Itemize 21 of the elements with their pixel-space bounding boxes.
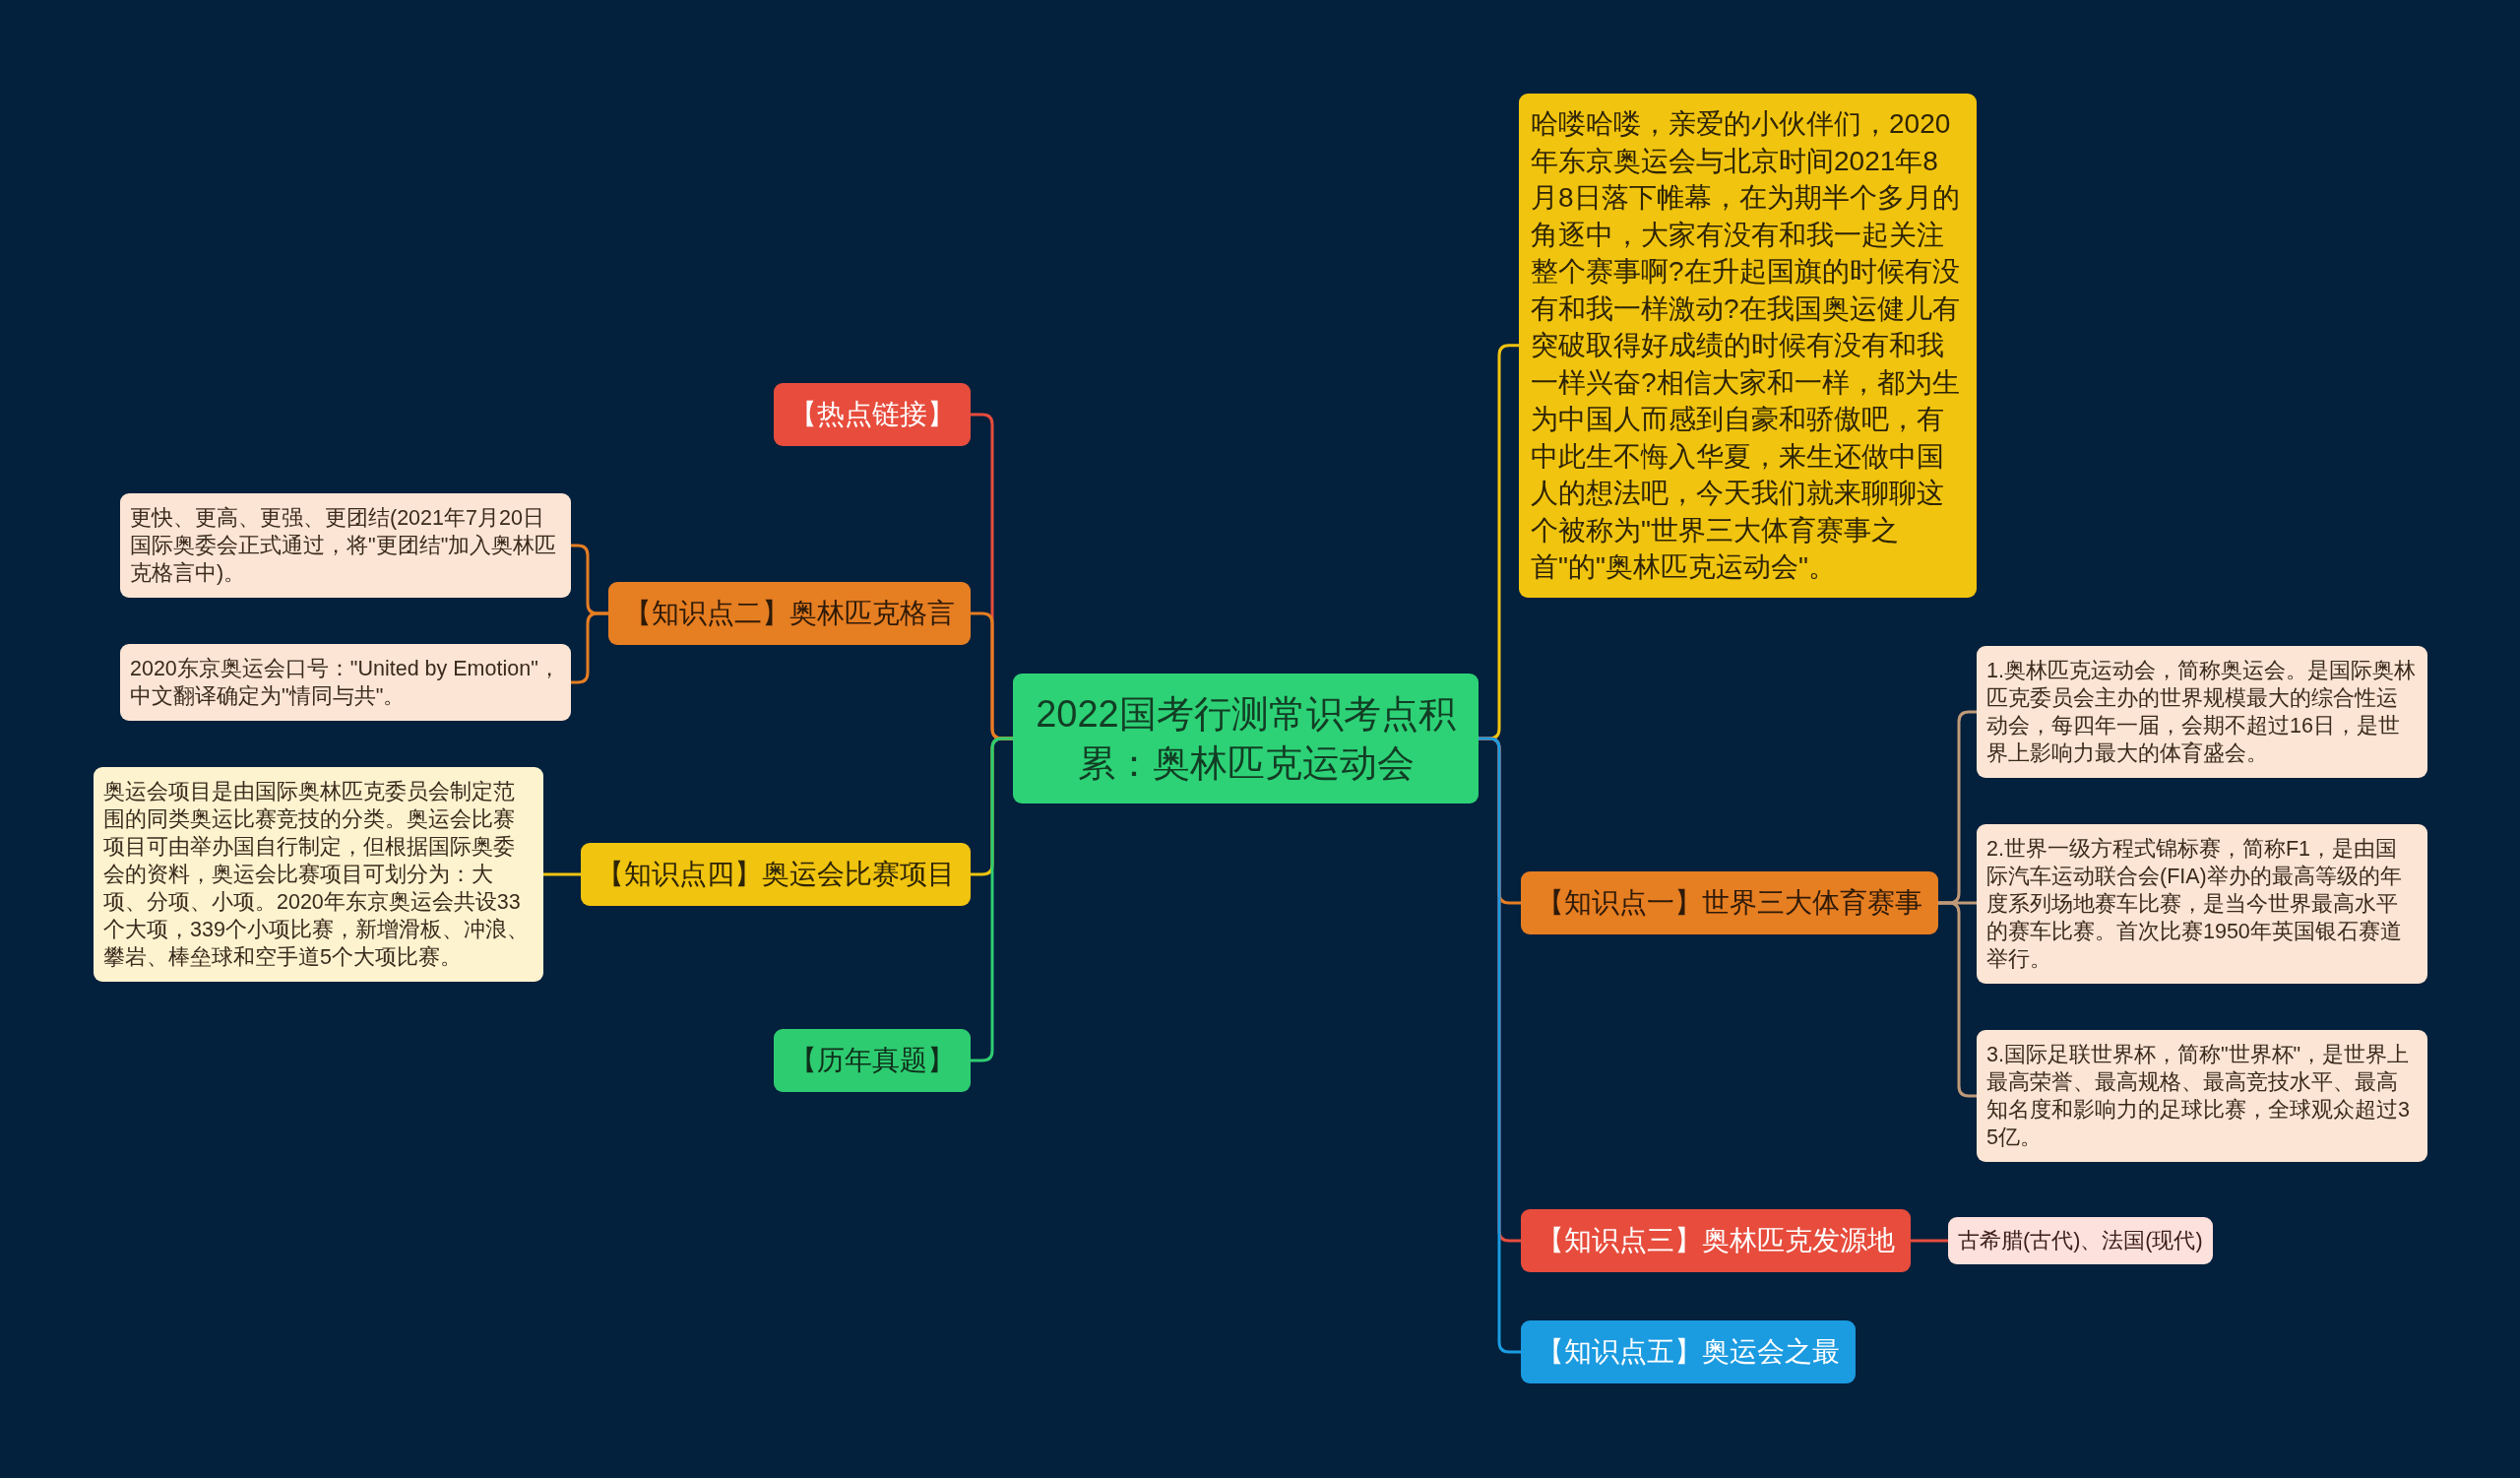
topic-box: 【知识点二】奥林匹克格言	[608, 582, 971, 645]
note-box: 奥运会项目是由国际奥林匹克委员会制定范围的同类奥运比赛竞技的分类。奥运会比赛项目可由举办国自行制定，但根据国际奥委会的资料，奥运会比赛项目可划分为：大项、分项、小项。2020年东京奥运会共设33个大项，339个小项比赛，新增滑板、冲浪、攀岩、棒垒球和空手道5个大项比赛。	[94, 767, 543, 982]
topic-box: 【知识点一】世界三大体育赛事	[1521, 871, 1938, 934]
connector-line	[543, 872, 581, 876]
connector-line	[1911, 1239, 1948, 1243]
topic-box: 【知识点四】奥运会比赛项目	[581, 843, 971, 906]
note-box: 2020东京奥运会口号："United by Emotion"，中文翻译确定为"情同与共"。	[120, 644, 571, 721]
note-box: 古希腊(古代)、法国(现代)	[1948, 1217, 2213, 1264]
note-box: 3.国际足联世界杯，简称"世界杯"，是世界上最高荣誉、最高规格、最高竞技水平、最高知名度和影响力的足球比赛，全球观众超过35亿。	[1977, 1030, 2427, 1162]
central-topic-box: 2022国考行测常识考点积累：奥林匹克运动会	[1013, 674, 1479, 803]
connector-line	[1938, 901, 1977, 1098]
topic-box: 【知识点三】奥林匹克发源地	[1521, 1209, 1911, 1272]
note-box: 更快、更高、更强、更团结(2021年7月20日国际奥委会正式通过，将"更团结"加入奥林匹克格言中)。	[120, 493, 571, 598]
topic-box: 【知识点五】奥运会之最	[1521, 1320, 1856, 1383]
connector-line	[971, 737, 1013, 1062]
topic-box: 【历年真题】	[774, 1029, 971, 1092]
note-box: 1.奥林匹克运动会，简称奥运会。是国际奥林匹克委员会主办的世界规模最大的综合性运动会，每四年一届，会期不超过16日，是世界上影响力最大的体育盛会。	[1977, 646, 2427, 778]
topic-box: 【热点链接】	[774, 383, 971, 446]
note-box: 2.世界一级方程式锦标赛，简称F1，是由国际汽车运动联合会(FIA)举办的最高等级的年度系列场地赛车比赛，是当今世界最高水平的赛车比赛。首次比赛1950年英国银石赛道举行。	[1977, 824, 2427, 984]
note-box: 哈喽哈喽，亲爱的小伙伴们，2020年东京奥运会与北京时间2021年8月8日落下帷幕，在为期半个多月的角逐中，大家有没有和我一起关注整个赛事啊?在升起国旗的时候有没有和我一样激动?在我国奥运健儿有突破取得好成绩的时候有没有和我一样兴奋?相信大家和一样，都为生为中国人而感到自豪和骄傲吧，有中此生不悔入华夏，来生还做中国人的想法吧，今天我们就来聊聊这个被称为"世界三大体育赛事之首"的"奥林匹克运动会"。	[1519, 94, 1977, 598]
connector-line	[1479, 737, 1521, 1354]
